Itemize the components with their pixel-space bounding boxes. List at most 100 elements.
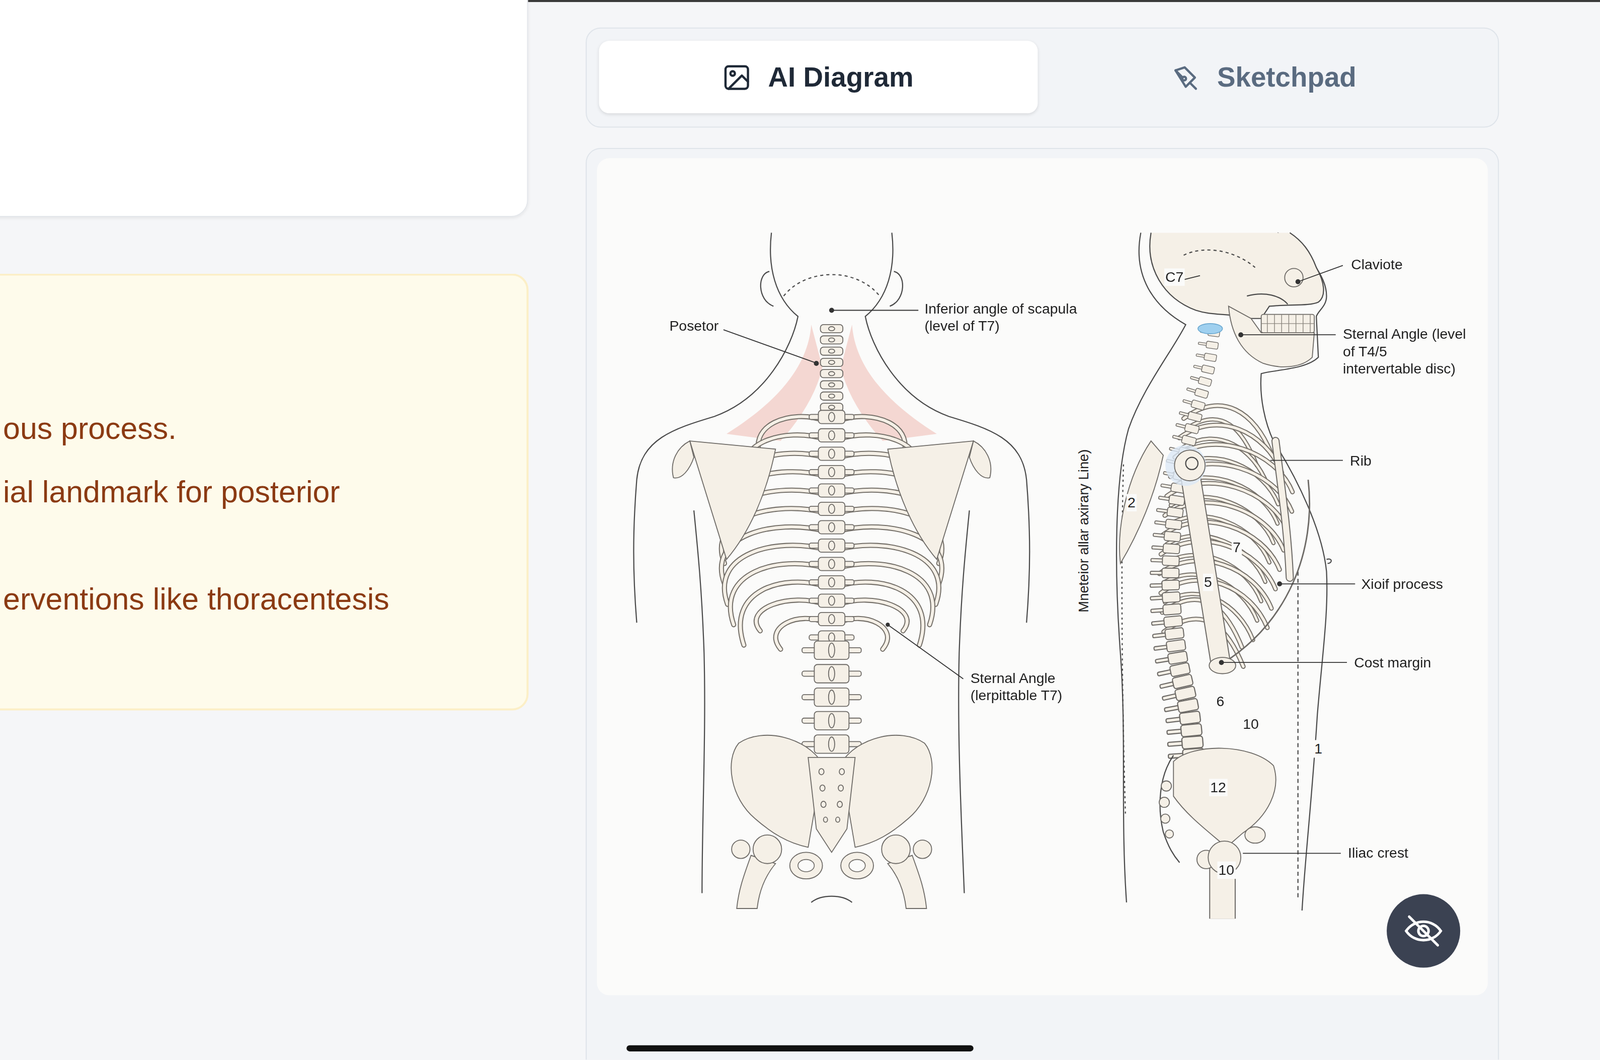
lateral-spine bbox=[1161, 579, 1180, 590]
posterior-pelvis bbox=[753, 834, 782, 864]
skull bbox=[1149, 232, 1324, 367]
lateral-spine bbox=[1151, 542, 1180, 554]
lateral-spine bbox=[1184, 423, 1200, 435]
leader-line bbox=[1296, 279, 1301, 284]
posterior-pelvis bbox=[820, 784, 826, 791]
lateral-spine bbox=[1185, 385, 1210, 399]
posterior-spine bbox=[828, 643, 835, 658]
scapula bbox=[887, 440, 974, 559]
note-text: ous process. bbox=[3, 410, 177, 447]
posterior-spine bbox=[828, 337, 835, 342]
posterior-spine bbox=[820, 380, 844, 389]
posterior-ribs bbox=[838, 563, 933, 625]
posterior-spine bbox=[809, 612, 854, 626]
posterior-spine bbox=[828, 393, 835, 398]
lateral-spine bbox=[1181, 396, 1206, 411]
posterior-spine bbox=[828, 485, 835, 495]
lateral-spine bbox=[1153, 645, 1168, 651]
lateral-spine bbox=[1156, 508, 1169, 513]
hide-button bbox=[1386, 894, 1461, 968]
humerus bbox=[1174, 449, 1206, 481]
lateral-spine bbox=[1153, 532, 1166, 537]
posterior-spine bbox=[802, 324, 862, 777]
posterior-pelvis bbox=[731, 735, 932, 909]
posterior-spine bbox=[818, 593, 846, 607]
posterior-pelvis bbox=[731, 839, 751, 859]
lateral-body-outline bbox=[1326, 558, 1331, 564]
posterior-pelvis bbox=[731, 735, 823, 847]
posterior-spine bbox=[802, 664, 862, 683]
tab-button: Sketchpad bbox=[1041, 40, 1488, 114]
posterior-ribs bbox=[838, 544, 939, 604]
callout-number: 5 bbox=[1203, 573, 1214, 591]
posterior-spine bbox=[814, 641, 849, 660]
posterior-spine bbox=[809, 538, 854, 552]
humerus bbox=[1209, 657, 1236, 674]
skull bbox=[1246, 293, 1288, 304]
posterior-pelvis bbox=[881, 834, 911, 864]
lateral-spine bbox=[1166, 506, 1184, 518]
posterior-spine bbox=[828, 522, 835, 532]
tab-bar bbox=[586, 28, 1499, 128]
posterior-spine bbox=[828, 666, 835, 681]
lateral-spine bbox=[1162, 591, 1181, 603]
leader-line bbox=[1238, 332, 1243, 337]
leader-line bbox=[829, 307, 834, 312]
lateral-spine bbox=[1195, 351, 1217, 362]
lateral-spine bbox=[1150, 554, 1180, 566]
image-card bbox=[596, 157, 1488, 995]
lateral-spine bbox=[1192, 362, 1215, 375]
posterior-spine bbox=[828, 504, 835, 514]
lateral-spine bbox=[1171, 432, 1197, 447]
lateral-spine bbox=[1150, 568, 1179, 578]
posterior-spine bbox=[828, 713, 835, 728]
pen-icon bbox=[1172, 63, 1199, 91]
lateral-pelvis bbox=[1161, 780, 1172, 791]
posterior-spine bbox=[818, 575, 846, 589]
posterior-spine bbox=[820, 358, 844, 367]
lateral-spine bbox=[1175, 420, 1200, 434]
posterior-ribs bbox=[730, 563, 825, 625]
humerus bbox=[1165, 444, 1207, 486]
lateral-spine bbox=[1151, 620, 1166, 625]
hide-button bbox=[1386, 894, 1461, 968]
posterior-spine bbox=[809, 483, 854, 497]
callout-number: 7 bbox=[1231, 538, 1242, 556]
callout-number: 12 bbox=[1209, 778, 1228, 796]
posterior-body-outline bbox=[783, 274, 880, 297]
lateral-spine bbox=[1150, 558, 1164, 563]
leader-line bbox=[723, 265, 1355, 853]
lateral-spine bbox=[1206, 341, 1219, 350]
leader-line bbox=[1298, 265, 1343, 282]
posterior-pelvis bbox=[913, 839, 932, 859]
lateral-spine bbox=[1160, 483, 1173, 489]
anatomy-label: Rib bbox=[1348, 451, 1373, 469]
anatomy-label: Inferior angle of scapula (level of T7) bbox=[923, 299, 1099, 335]
leader-line bbox=[1270, 459, 1343, 461]
posterior-ribs bbox=[838, 599, 908, 631]
lateral-spine bbox=[1152, 529, 1181, 542]
lateral-spine bbox=[1162, 555, 1180, 566]
posterior-spine bbox=[818, 446, 846, 460]
leader-line bbox=[886, 622, 890, 626]
skull bbox=[1228, 305, 1315, 367]
posterior-pelvis bbox=[808, 757, 855, 853]
posterior-spine bbox=[818, 465, 846, 479]
note-text: erventions like thoracentesis bbox=[3, 580, 390, 618]
leader-line bbox=[1240, 334, 1336, 336]
lateral-spine bbox=[1177, 697, 1199, 713]
skull bbox=[1261, 314, 1315, 334]
axis-line-label: Mneteior allar axirary Line) bbox=[1075, 448, 1093, 614]
lateral-body-outline bbox=[1116, 232, 1186, 902]
lateral-spine bbox=[1163, 530, 1181, 542]
skull bbox=[1183, 250, 1256, 268]
anatomy-label: Posetor bbox=[668, 317, 720, 335]
posterior-spine bbox=[818, 612, 846, 626]
posterior-ribs bbox=[838, 563, 933, 625]
lateral-spine bbox=[1151, 545, 1165, 550]
lateral-spine bbox=[1179, 710, 1202, 725]
posterior-ribs bbox=[838, 599, 908, 631]
posterior-spine bbox=[818, 410, 846, 424]
